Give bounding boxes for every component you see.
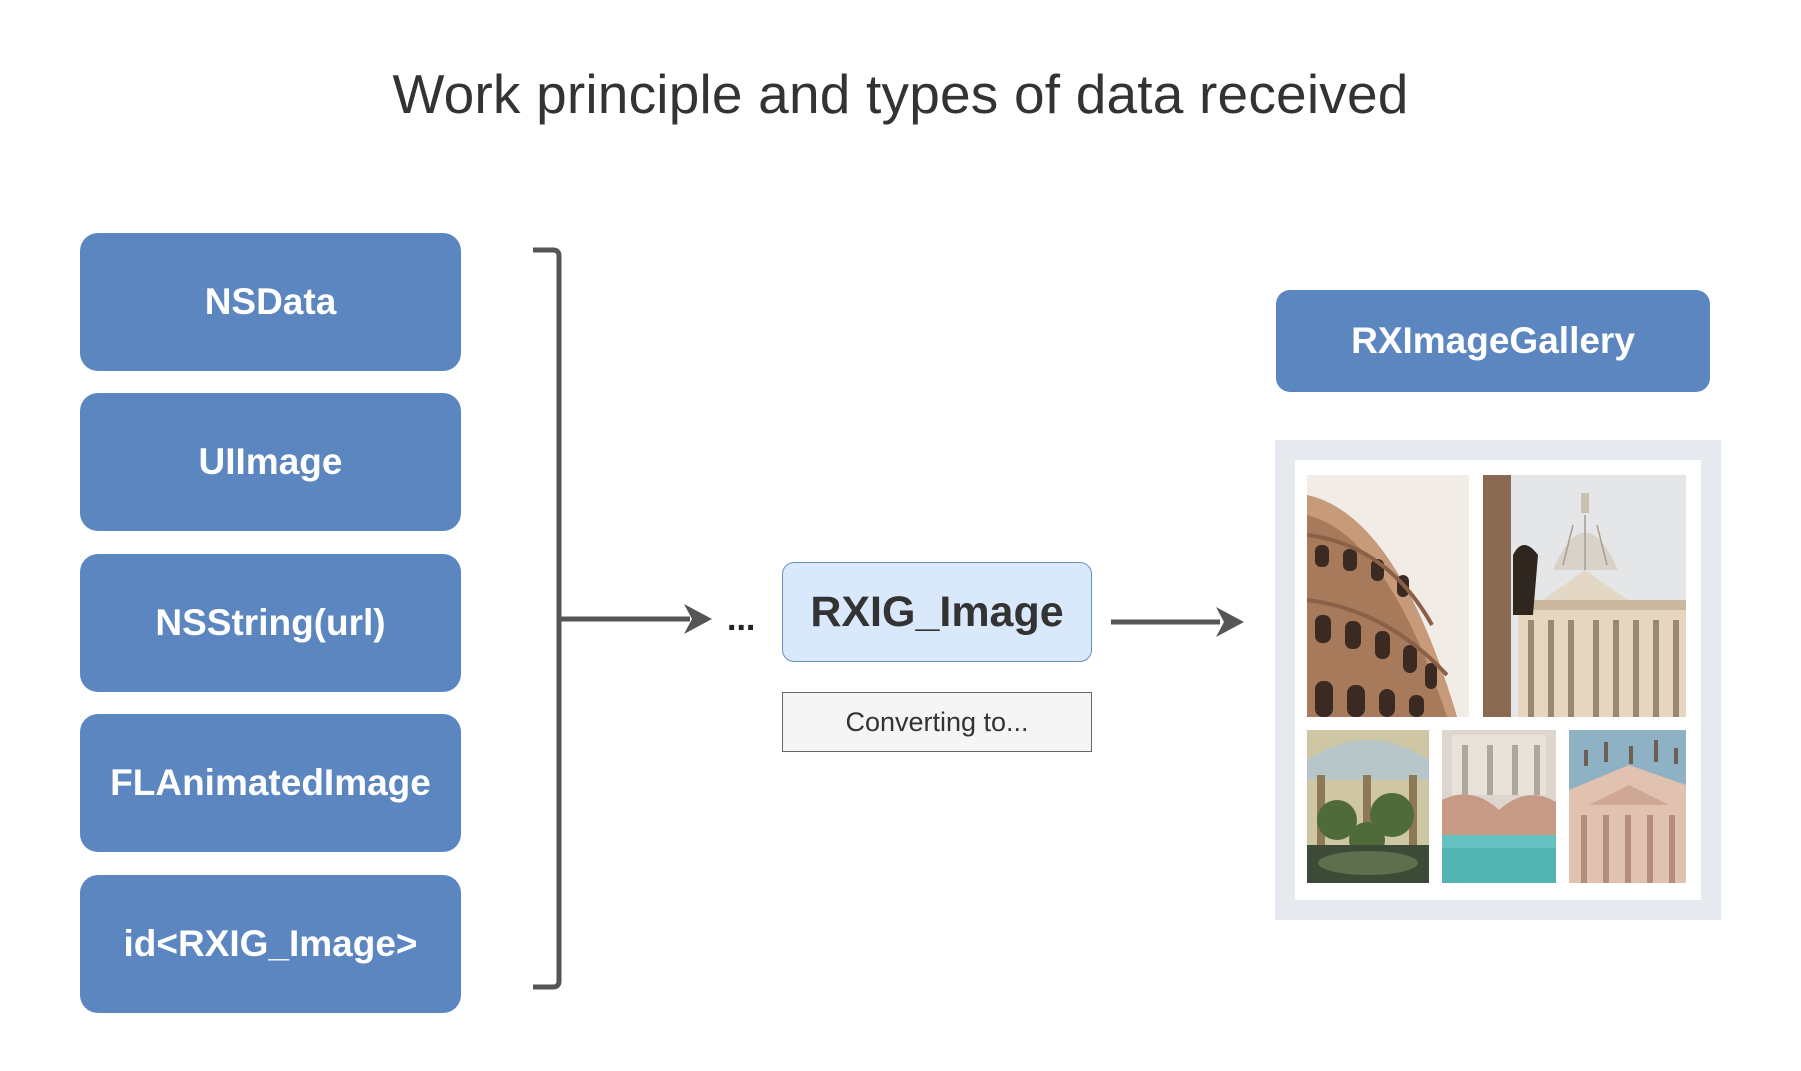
colosseum-photo xyxy=(1307,475,1469,717)
rximagegallery-box: RXImageGallery xyxy=(1276,290,1710,392)
gallery-arrow-head xyxy=(1216,607,1244,637)
gallery-preview xyxy=(1275,440,1721,920)
palm-house-photo xyxy=(1307,730,1429,883)
rxig-image-box: RXIG_Image xyxy=(782,562,1092,662)
trevi-fountain-photo xyxy=(1442,730,1556,883)
input-bracket xyxy=(533,247,562,990)
gallery-inner-frame xyxy=(1295,460,1701,900)
input-type-nsstring-url: NSString(url) xyxy=(80,554,461,692)
input-type-nsdata: NSData xyxy=(80,233,461,371)
converting-label: Converting to... xyxy=(782,692,1092,752)
input-type-flanimatedimage: FLAnimatedImage xyxy=(80,714,461,852)
ellipsis-text: ... xyxy=(727,600,756,638)
church-facade-photo xyxy=(1569,730,1686,883)
basilica-photo xyxy=(1483,475,1686,717)
input-type-uiimage: UIImage xyxy=(80,393,461,531)
input-type-id-rxig-image: id<RXIG_Image> xyxy=(80,875,461,1013)
diagram-title: Work principle and types of data receive… xyxy=(392,63,1409,125)
bracket-arrow-head xyxy=(684,604,712,634)
